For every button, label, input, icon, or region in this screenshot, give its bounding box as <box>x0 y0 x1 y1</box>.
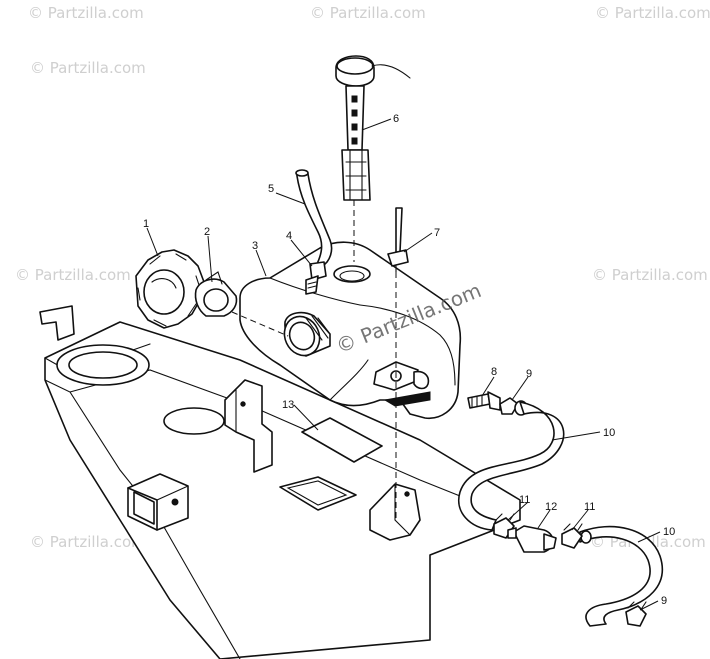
alignment-lines <box>231 200 397 520</box>
callout-9-upper: 9 <box>526 368 532 380</box>
callout-1: 1 <box>143 218 149 230</box>
hose-clamp-right <box>561 523 583 549</box>
watermark-top-right: © Partzilla.com <box>595 4 710 22</box>
callout-10-lower: 10 <box>663 526 675 538</box>
callout-3: 3 <box>252 240 258 252</box>
callout-5: 5 <box>268 183 274 195</box>
watermark-upper-left: © Partzilla.com <box>30 59 146 77</box>
vent-fitting <box>305 261 327 295</box>
chassis-frame <box>39 305 521 659</box>
watermark-top-left: © Partzilla.com <box>28 4 144 22</box>
callout-6: 6 <box>393 113 399 125</box>
watermark-mid-right: © Partzilla.com <box>592 266 708 284</box>
fuel-fitting <box>467 391 501 411</box>
overflow-tube <box>387 207 409 273</box>
leader-lines <box>146 118 661 611</box>
callout-9-lower: 9 <box>661 595 667 607</box>
filler-cap <box>135 249 205 329</box>
callout-13: 13 <box>282 399 294 411</box>
fuel-gauge-sender <box>335 55 411 201</box>
callout-11-left: 11 <box>519 494 530 506</box>
watermark-top-center: © Partzilla.com <box>310 4 426 22</box>
callout-4: 4 <box>286 230 292 242</box>
vent-hose <box>295 169 333 267</box>
callout-8: 8 <box>491 366 497 378</box>
hose-clamp-lower <box>625 601 647 627</box>
fuel-tank <box>239 241 462 419</box>
callout-2: 2 <box>204 226 210 238</box>
watermark-mid-left: © Partzilla.com <box>15 266 131 284</box>
cap-gasket <box>194 271 238 317</box>
callout-10-upper: 10 <box>603 427 615 439</box>
callout-11-right: 11 <box>584 501 595 513</box>
callout-12: 12 <box>545 501 557 513</box>
callout-7: 7 <box>434 227 440 239</box>
watermark-bottom-left: © Partzilla.com <box>30 533 146 551</box>
callout-labels: 1 2 3 4 5 6 7 8 9 10 11 12 11 10 9 13 <box>143 113 675 607</box>
fuel-filter <box>507 525 557 553</box>
